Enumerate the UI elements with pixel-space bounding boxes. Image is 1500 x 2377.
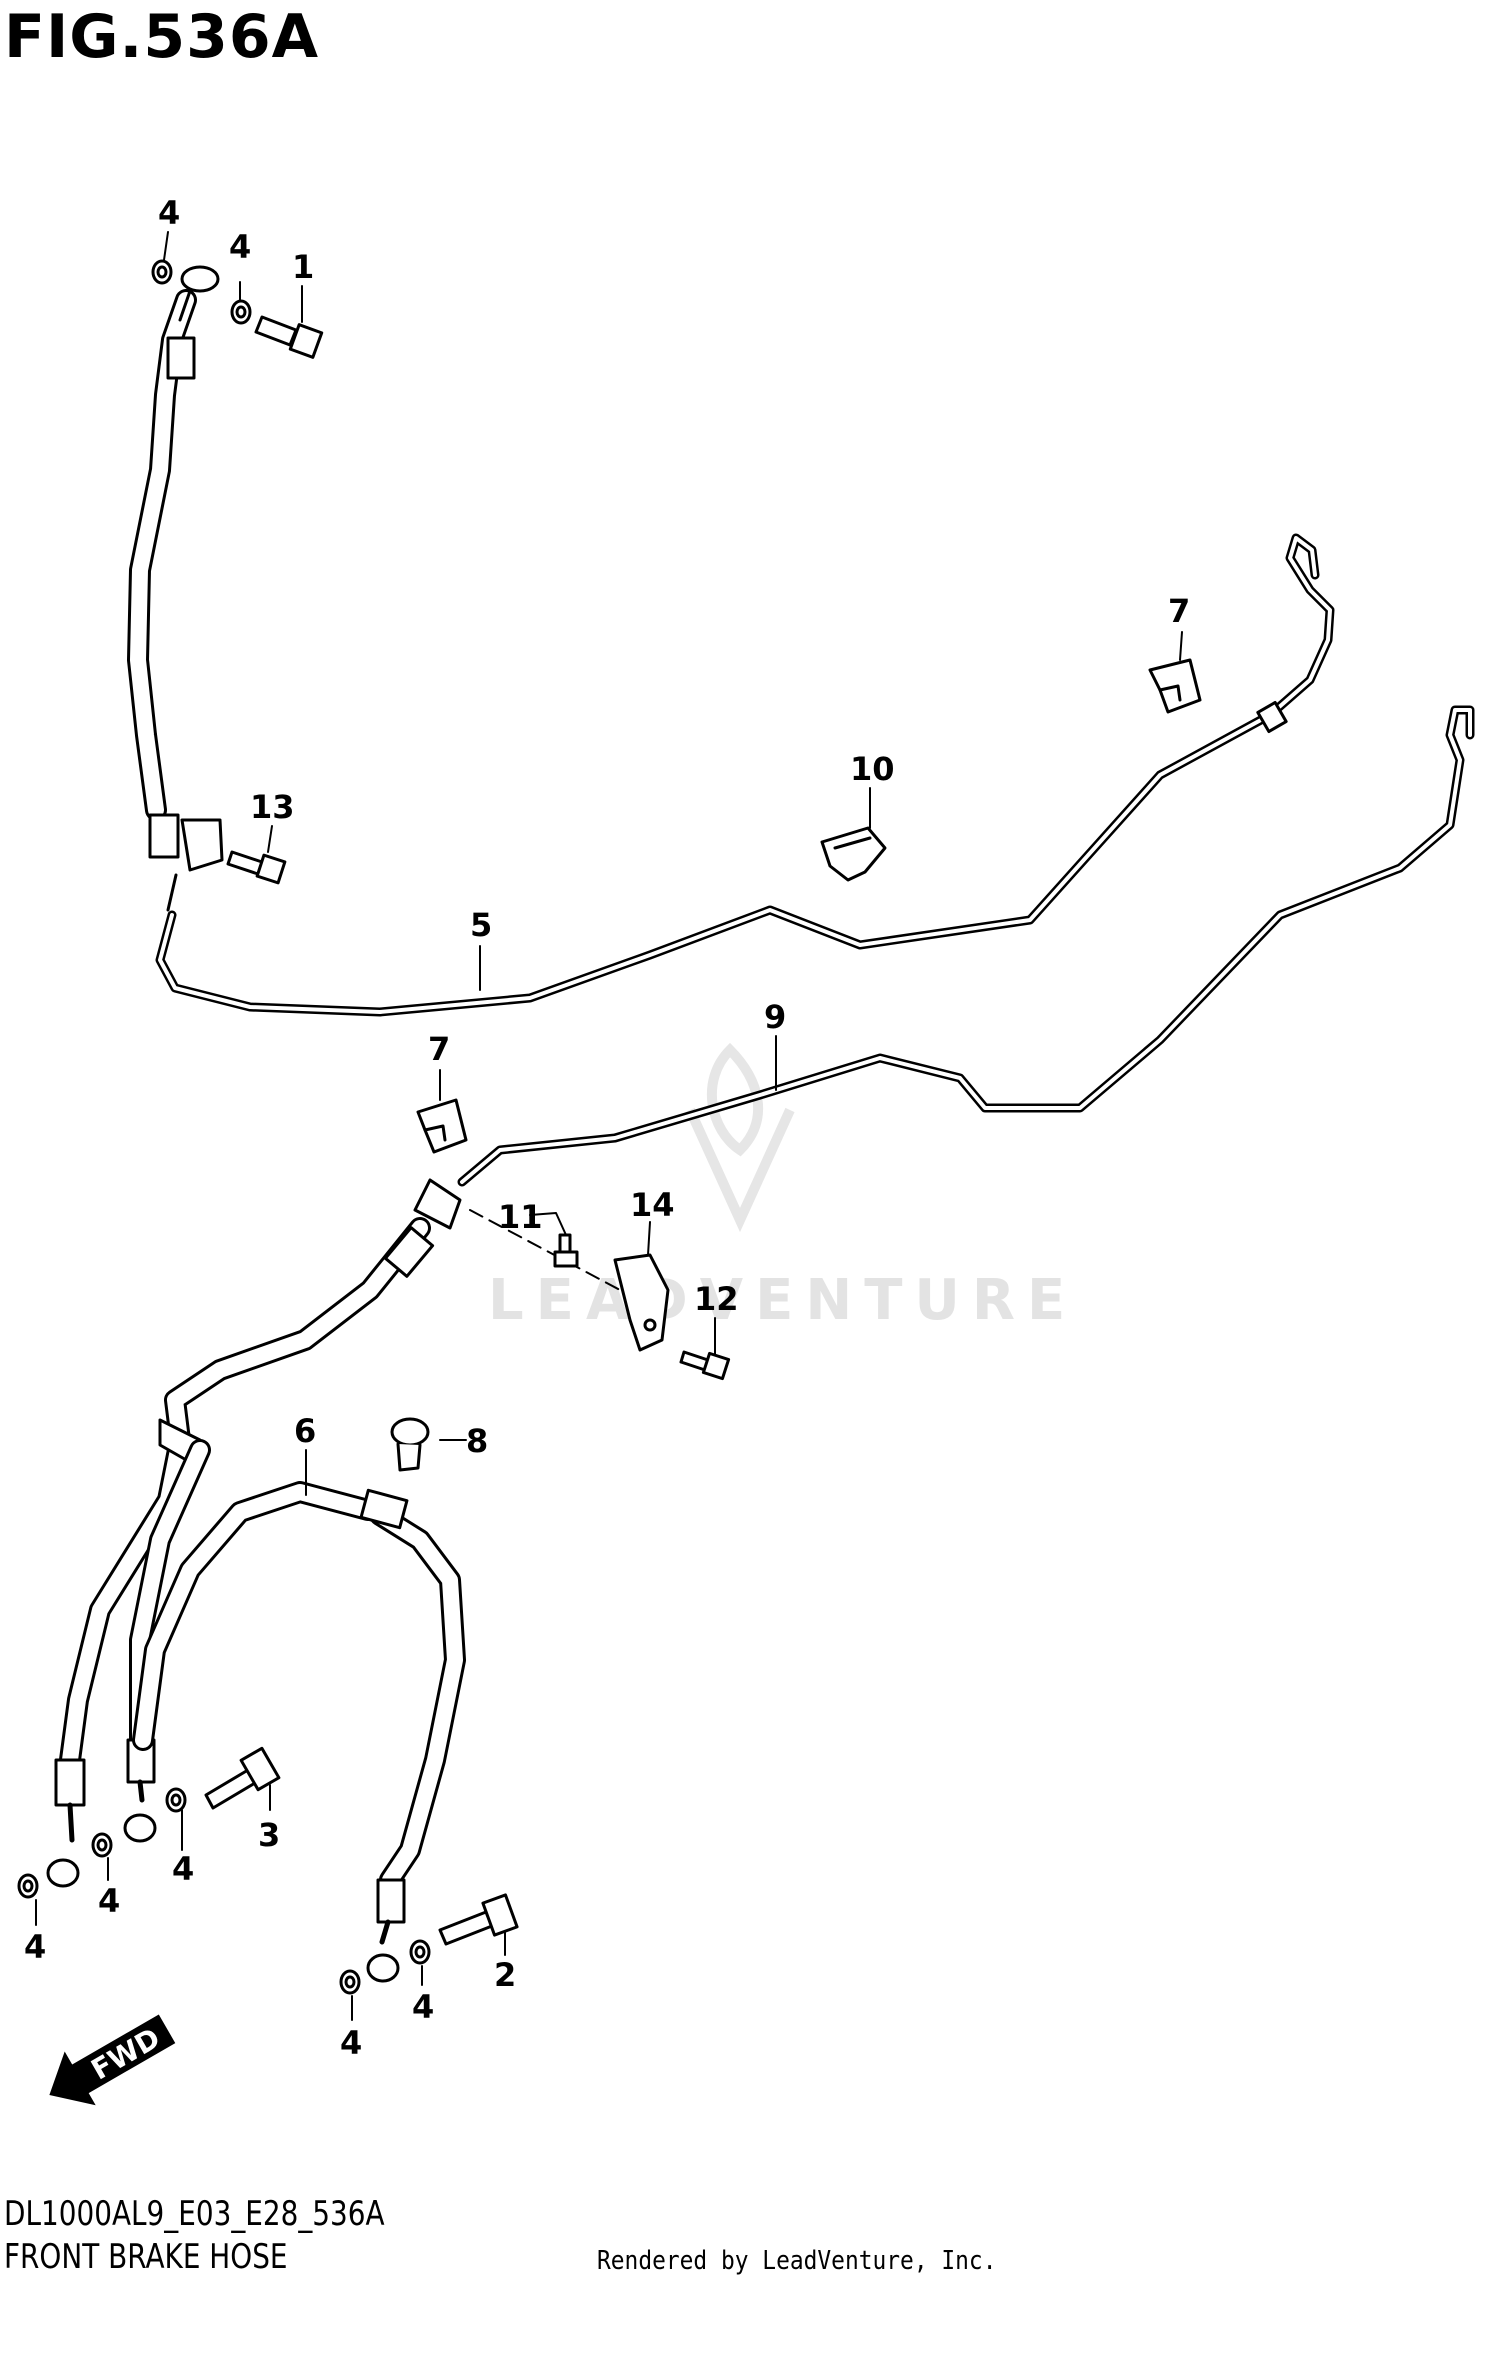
rendered-by: Rendered by LeadVenture, Inc. [597,2246,997,2276]
clip-10 [820,826,887,882]
callout-1: 1 [292,248,314,286]
callouts: 4 4 1 7 10 13 5 7 9 11 14 12 6 8 3 2 4 4… [24,194,1190,2062]
clamp-8 [390,1417,430,1472]
callout-13: 13 [250,788,295,826]
clamp-7-lower [416,1098,468,1154]
callout-10: 10 [850,750,895,788]
callout-11: 11 [498,1198,543,1236]
figure-code: DL1000AL9_E03_E28_536A [4,2194,385,2234]
callout-9: 9 [764,998,786,1036]
brake-hose-5 [127,265,1335,1017]
watermark: LEADVENTURE [488,1268,1078,1333]
brake-pipe-9 [457,705,1475,1187]
callout-4: 4 [172,1850,194,1888]
callout-8: 8 [466,1422,488,1460]
callout-4: 4 [412,1988,434,2026]
bolt-1 [254,315,324,359]
callout-4: 4 [340,2024,362,2062]
brake-hose-6 [132,1481,466,1983]
bracket-14 [613,1253,670,1352]
callout-14: 14 [630,1186,675,1224]
clamp-7-upper [1148,658,1202,714]
callout-6: 6 [294,1412,316,1450]
bolt-2 [438,1893,519,1946]
fwd-label: FWD [86,2021,166,2086]
callout-7: 7 [1168,592,1190,630]
bleeder-11 [553,1233,579,1268]
washers-4 [17,259,431,1995]
bolt-12 [679,1350,731,1381]
callout-4: 4 [24,1928,46,1966]
watermark-logo [685,1042,795,1233]
figure-title: FIG.536A [4,2,320,72]
fwd-arrow-icon: FWD [49,2014,176,2106]
callout-2: 2 [494,1956,516,1994]
bolt-13 [226,850,287,885]
callout-7: 7 [428,1030,450,1068]
callout-4: 4 [229,228,251,266]
callout-5: 5 [470,906,492,944]
callout-3: 3 [258,1816,280,1854]
callout-4: 4 [158,194,180,232]
figure-name: FRONT BRAKE HOSE [4,2237,288,2277]
callout-4: 4 [98,1882,120,1920]
bolt-3 [204,1746,281,1810]
leader-lines [35,231,1183,2021]
callout-12: 12 [694,1280,739,1318]
